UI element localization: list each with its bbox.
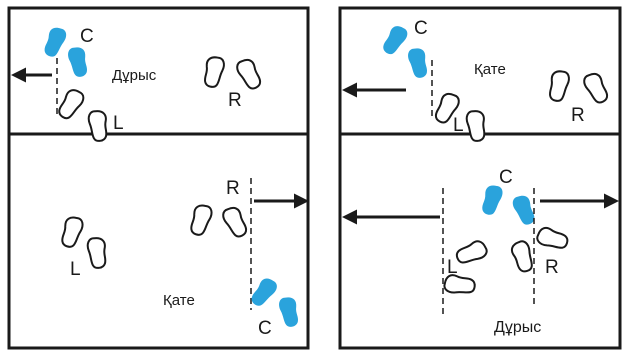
verdict-text: Қате	[163, 292, 195, 309]
label-r: R	[226, 178, 240, 199]
label-l: L	[447, 257, 458, 278]
panel-bottom-right: C L R Дұрыс	[342, 167, 619, 336]
footprint-outline-icon	[58, 214, 86, 250]
label-c: C	[258, 318, 272, 339]
verdict-text: Дұрыс	[112, 67, 157, 84]
label-r: R	[571, 105, 585, 126]
footprint-outline-icon	[233, 56, 265, 93]
footprint-outline-icon	[580, 70, 612, 107]
panel-top-right: C L R Қате	[342, 18, 612, 143]
panel-top-left: C L R Дұрыс	[10, 25, 265, 143]
panel-bottom-left: L R C Қате	[58, 178, 309, 339]
footprint-blue-icon	[66, 45, 89, 79]
footprint-blue-icon	[380, 23, 410, 58]
footprint-outline-icon	[534, 224, 571, 254]
footprint-outline-icon	[86, 236, 108, 270]
footprint-outline-icon	[465, 109, 487, 143]
footprint-outline-icon	[87, 109, 109, 143]
footprint-outline-icon	[508, 238, 538, 275]
verdict-text: Дұрыс	[494, 319, 541, 336]
frame-bottom-left	[7, 132, 310, 350]
label-l: L	[113, 113, 124, 134]
label-c: C	[499, 167, 513, 188]
footprint-outline-icon	[187, 202, 215, 238]
footprint-blue-icon	[479, 183, 505, 217]
footprint-outline-icon	[547, 68, 572, 104]
footprint-blue-icon	[277, 295, 300, 329]
label-l: L	[70, 259, 81, 280]
label-c: C	[80, 26, 94, 47]
footprint-outline-icon	[219, 204, 251, 241]
label-l: L	[453, 115, 464, 136]
footprint-blue-icon	[41, 25, 69, 60]
footprint-blue-icon	[510, 193, 538, 228]
footprint-outline-icon	[202, 54, 227, 90]
footprint-blue-icon	[248, 275, 280, 310]
label-r: R	[545, 257, 559, 278]
footprint-blue-icon	[406, 46, 429, 80]
frame-top-left	[7, 6, 310, 136]
verdict-text: Қате	[474, 61, 506, 78]
label-r: R	[228, 90, 242, 111]
footprint-outline-icon	[55, 86, 87, 123]
label-c: C	[414, 18, 428, 39]
footprint-outline-icon	[453, 237, 490, 269]
